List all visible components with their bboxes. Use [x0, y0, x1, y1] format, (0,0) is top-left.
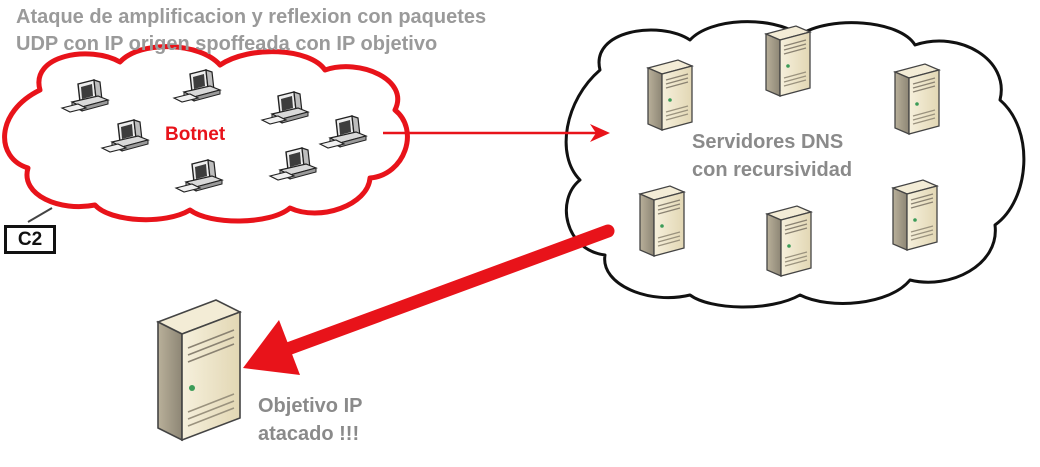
title-line-2: UDP con IP origen spoffeada con IP objet… — [16, 33, 438, 55]
c2-label: C2 — [17, 229, 43, 250]
server-icon — [766, 205, 812, 277]
c2-box: C2 — [4, 225, 56, 254]
server-icon — [647, 59, 693, 131]
dns-label-line-2: con recursividad — [692, 159, 853, 181]
dns-label: Servidores DNS con recursividad — [692, 128, 852, 184]
target-label-line-1: Objetivo IP — [258, 395, 363, 417]
target-server-icon — [157, 299, 241, 441]
botnet-to-dns-arrowhead — [590, 124, 610, 142]
botnet-cloud — [2, 44, 410, 224]
diagram-title: Ataque de amplificacion y reflexion con … — [16, 4, 486, 58]
server-icon — [892, 179, 938, 251]
dns-label-line-1: Servidores DNS — [692, 131, 844, 153]
server-icon — [765, 25, 811, 97]
dns-to-target-arrow — [278, 224, 615, 357]
server-icon — [894, 63, 940, 135]
target-label: Objetivo IP atacado !!! — [258, 392, 362, 448]
botnet-label: Botnet — [165, 124, 226, 145]
c2-link — [27, 207, 53, 223]
dns-to-target-arrowhead — [243, 320, 300, 375]
server-icon — [639, 185, 685, 257]
title-line-1: Ataque de amplificacion y reflexion con … — [16, 6, 487, 28]
target-label-line-2: atacado !!! — [258, 423, 360, 445]
